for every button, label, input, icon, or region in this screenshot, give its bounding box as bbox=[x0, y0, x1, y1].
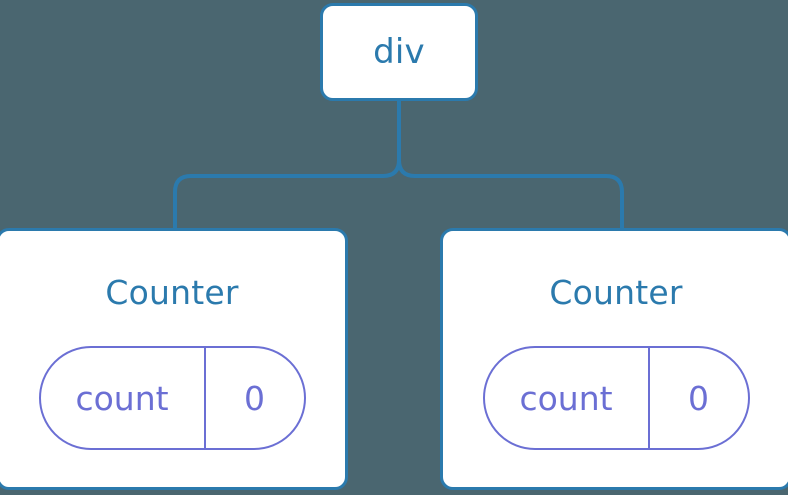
node-div-label: div bbox=[373, 32, 425, 72]
state-value-label: 0 bbox=[688, 378, 710, 418]
state-pill-count[interactable]: count 0 bbox=[38, 346, 306, 450]
state-value-cell: 0 bbox=[650, 348, 748, 448]
state-pill-count[interactable]: count 0 bbox=[482, 346, 750, 450]
state-key-label: count bbox=[519, 378, 613, 418]
counter-title: Counter bbox=[105, 273, 239, 312]
connector-branch-right bbox=[397, 101, 624, 230]
node-counter-left[interactable]: Counter count 0 bbox=[0, 228, 348, 490]
node-div[interactable]: div bbox=[320, 3, 478, 101]
state-value-cell: 0 bbox=[206, 348, 304, 448]
node-counter-right[interactable]: Counter count 0 bbox=[440, 228, 788, 490]
state-key-cell: count bbox=[41, 348, 206, 448]
state-value-label: 0 bbox=[244, 378, 266, 418]
connector-branch-left bbox=[173, 101, 401, 230]
counter-title: Counter bbox=[549, 273, 683, 312]
state-key-cell: count bbox=[485, 348, 650, 448]
state-key-label: count bbox=[75, 378, 169, 418]
